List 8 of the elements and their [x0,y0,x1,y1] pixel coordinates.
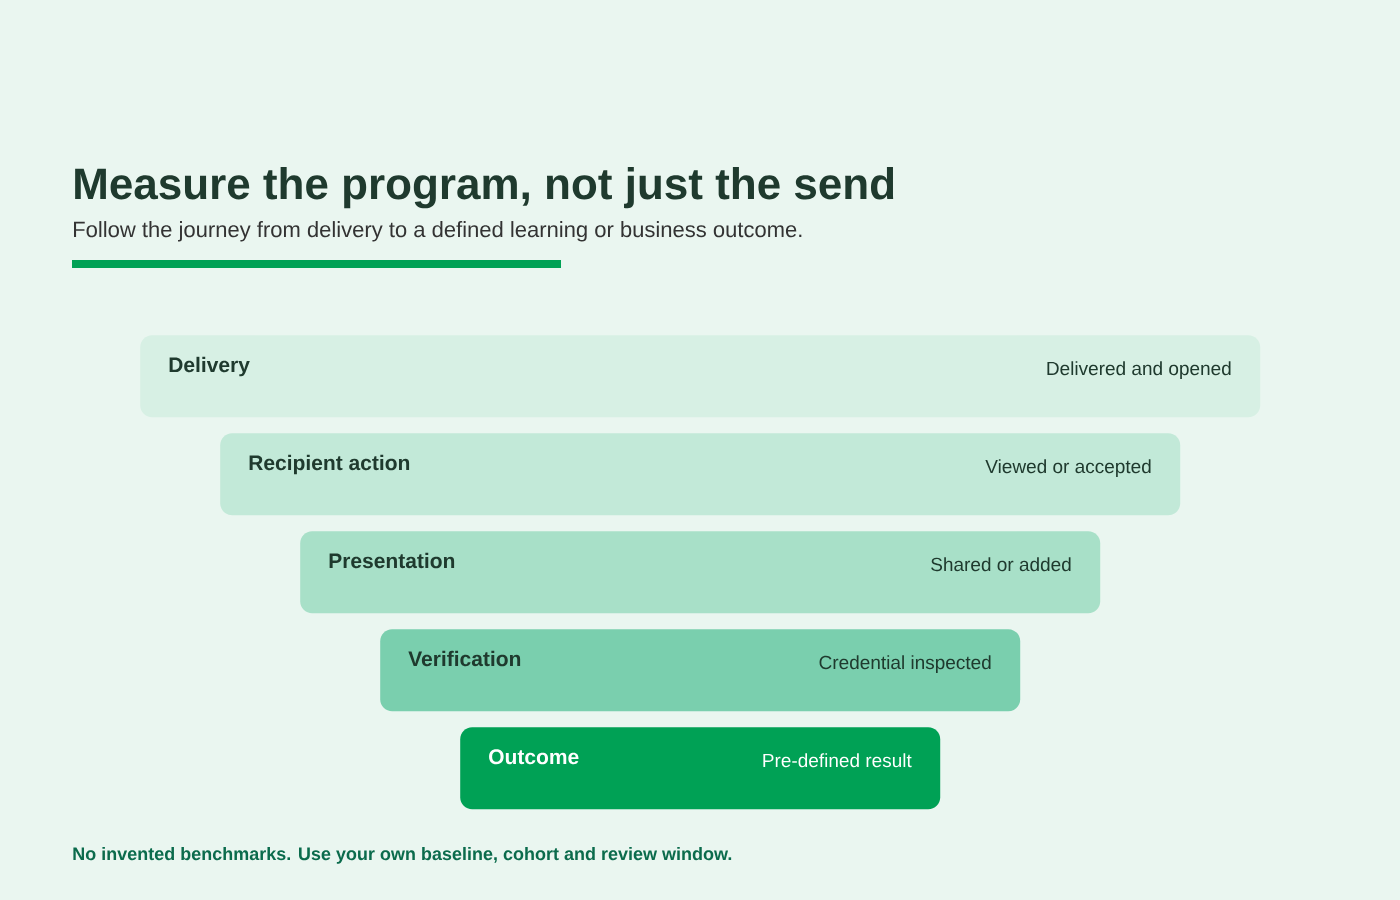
subtitle: Follow the journey from delivery to a defined learning or business outcome. [74,221,802,242]
funnel-band: Presentation Shared or added [300,531,1101,614]
funnel-band: Verification Credential inspected [380,629,1021,712]
funnel-band: Recipient action Viewed or accepted [220,433,1181,516]
funnel-band: Delivery Delivered and opened [140,335,1261,418]
title: Measure the program, not just the send [75,167,894,209]
footnote: No invented benchmarks. Use your own baseline, cohort and review window. [73,846,732,864]
funnel-band: Outcome Pre-defined result [460,727,941,810]
